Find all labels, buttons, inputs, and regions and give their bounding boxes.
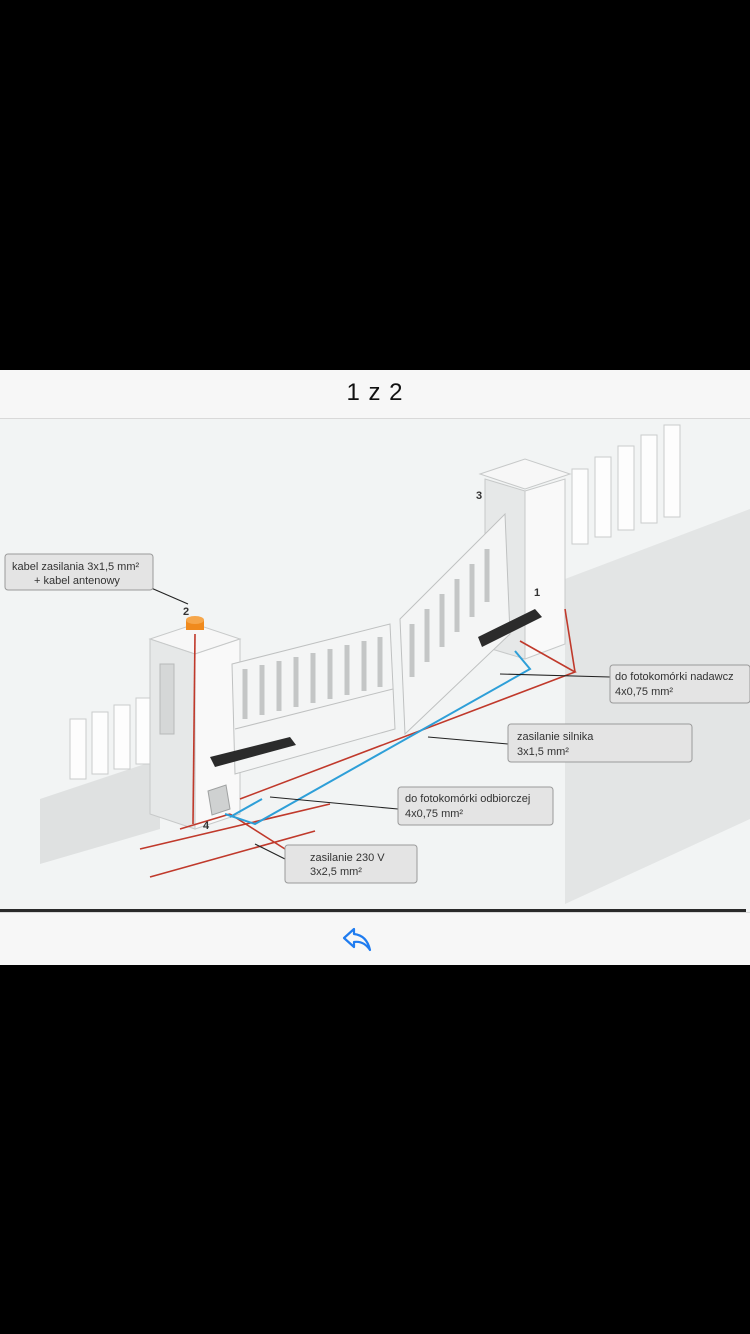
left-fence [69,697,153,780]
left-gate-leaf [231,623,396,775]
label-photocell-transmitter: do fotokomórki nadawcz 4x0,75 mm² [609,664,750,704]
left-motor [210,737,296,767]
image-viewer: 1 z 2 [0,370,750,965]
number-right-motor: 1 [534,587,540,599]
svg-text:3x1,5 mm²: 3x1,5 mm² [517,746,569,758]
right-fence [571,424,681,545]
warning-lamp [186,616,204,630]
control-box [207,784,231,816]
svg-text:+ kabel antenowy: + kabel antenowy [34,575,120,587]
viewer-header: 1 z 2 [0,370,750,419]
label-mains-power: zasilanie 230 V 3x2,5 mm² [284,844,418,884]
svg-text:4x0,75 mm²: 4x0,75 mm² [615,686,673,698]
svg-text:3x2,5 mm²: 3x2,5 mm² [310,866,362,878]
right-gate-leaf [399,512,511,736]
number-lamp: 2 [183,606,189,618]
left-pillar [148,623,242,830]
gate-wiring-diagram: kabel zasilania 3x1,5 mm² + kabel anteno… [0,419,750,912]
reply-arrow-icon [342,927,372,952]
right-motor [478,609,542,647]
svg-text:4x0,75 mm²: 4x0,75 mm² [405,808,463,820]
svg-text:kabel zasilania 3x1,5 mm²: kabel zasilania 3x1,5 mm² [12,561,140,573]
svg-text:do fotokomórki odbiorczej: do fotokomórki odbiorczej [405,793,530,805]
number-control-box: 4 [203,820,210,832]
reply-button[interactable] [340,923,374,955]
red-cables [139,608,577,878]
label-power-cable: kabel zasilania 3x1,5 mm² + kabel anteno… [4,553,154,591]
label-motor-power: zasilanie silnika 3x1,5 mm² [507,723,693,763]
image-area[interactable]: kabel zasilania 3x1,5 mm² + kabel anteno… [0,419,750,912]
blue-cable [224,650,532,826]
svg-text:zasilanie 230 V: zasilanie 230 V [310,852,385,864]
label-photocell-receiver: do fotokomórki odbiorczej 4x0,75 mm² [397,786,554,826]
viewer-footer [0,912,750,965]
svg-text:do fotokomórki nadawcz: do fotokomórki nadawcz [615,671,734,683]
number-right-photocell: 3 [476,490,482,502]
page-counter: 1 z 2 [346,379,404,406]
svg-text:zasilanie silnika: zasilanie silnika [517,731,594,743]
